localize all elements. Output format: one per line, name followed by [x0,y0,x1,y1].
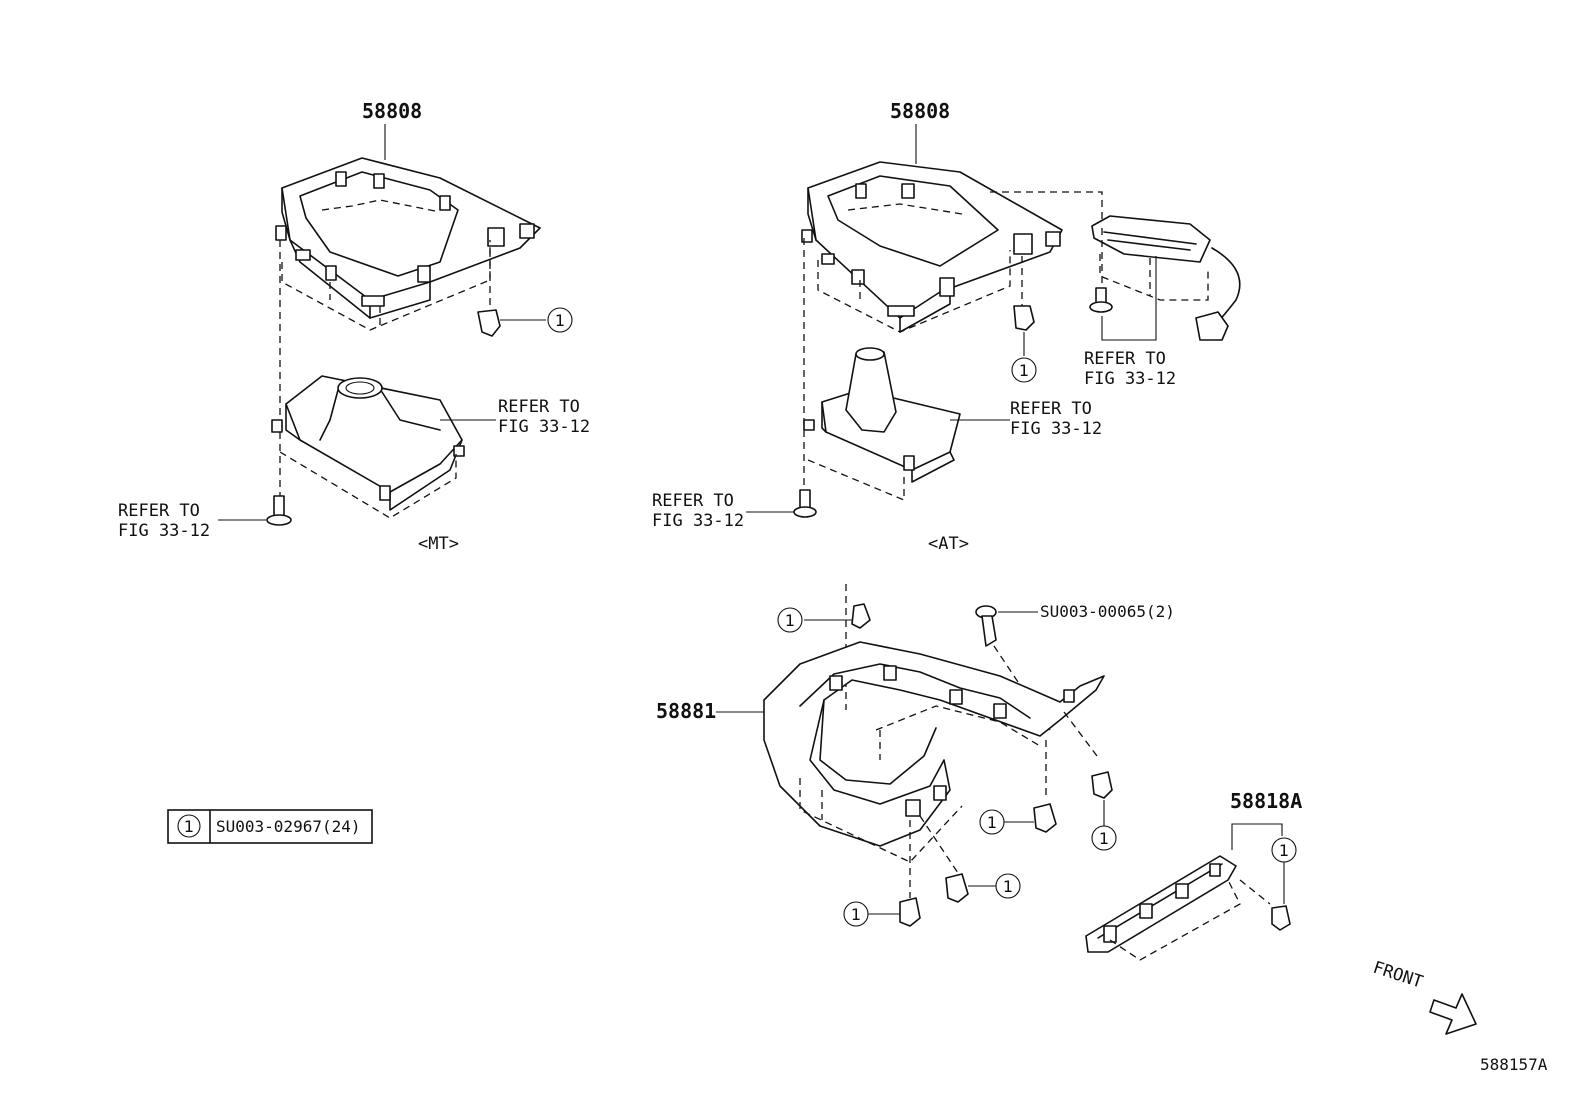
variant-label-mt: <MT> [418,534,459,554]
at-switch-module [1091,215,1241,341]
mt-upper-bezel [275,157,541,331]
at-clip-upper: 1 [1011,256,1037,383]
refer-to-mt-screw-line1: REFER TO [118,501,200,521]
console-clip-right-1: 1 [979,803,1057,835]
console-clip-bottom-1: 1 [919,815,1021,903]
mt-shift-boot [271,375,465,519]
part-number-58808-at: 58808 [890,99,950,123]
variant-label-at: <AT> [928,534,969,554]
legend-part-number: SU003-02967(24) [216,817,361,836]
refer-to-mt-boot-line2: FIG 33-12 [498,417,590,437]
callout-1-console-bottom1: 1 [1003,877,1013,896]
console-panel-assembly: 58881 1 SU003-00065(2) [656,584,1175,927]
mt-clip-upper: 1 [477,250,573,337]
part-number-58818a: 58818A [1230,789,1302,813]
refer-to-mt-boot-line1: REFER TO [498,397,580,417]
at-shift-boot [803,347,961,501]
front-label: FRONT [1370,958,1425,993]
console-clip-right-2: 1 [1091,771,1117,851]
trim-clip [1271,905,1291,931]
callout-1-mt-upper: 1 [555,311,565,330]
front-indicator: FRONT [1370,958,1477,1035]
refer-to-at-boot-line1: REFER TO [1010,399,1092,419]
at-screw [793,489,817,518]
legend-symbol: 1 [184,817,194,836]
callout-1-console-right1: 1 [987,813,997,832]
part-number-58808-mt: 58808 [362,99,422,123]
console-clip-top: 1 [777,603,871,633]
at-switch-screw [1089,228,1113,313]
refer-to-switch-line1: REFER TO [1084,349,1166,369]
callout-1-console-bottom2: 1 [851,905,861,924]
at-upper-bezel [801,161,1063,333]
refer-to-switch-line2: FIG 33-12 [1084,369,1176,389]
refer-to-at-boot-line2: FIG 33-12 [1010,419,1102,439]
diagram-id: 588157A [1480,1055,1548,1074]
console-panel-58881 [763,641,1105,863]
part-number-su003-00065: SU003-00065(2) [1040,602,1175,621]
console-clip-bottom-2: 1 [843,820,921,927]
callout-1-trim: 1 [1279,841,1289,860]
trim-strip-58818a [1085,855,1271,961]
at-assembly: 58808 1 [652,99,1241,554]
legend-box: 1 SU003-02967(24) [167,809,373,844]
callout-1-console-right2: 1 [1099,829,1109,848]
part-number-58881: 58881 [656,699,716,723]
refer-to-at-screw-line2: FIG 33-12 [652,511,744,531]
front-arrow-icon [1429,993,1477,1035]
callout-1-at-upper: 1 [1019,361,1029,380]
refer-to-mt-screw-line2: FIG 33-12 [118,521,210,541]
trim-strip-assembly: 58818A 1 [1085,789,1302,961]
mt-assembly: 58808 [118,99,590,554]
refer-to-at-screw-line1: REFER TO [652,491,734,511]
callout-1-console-top: 1 [785,611,795,630]
mt-screw [266,495,292,526]
